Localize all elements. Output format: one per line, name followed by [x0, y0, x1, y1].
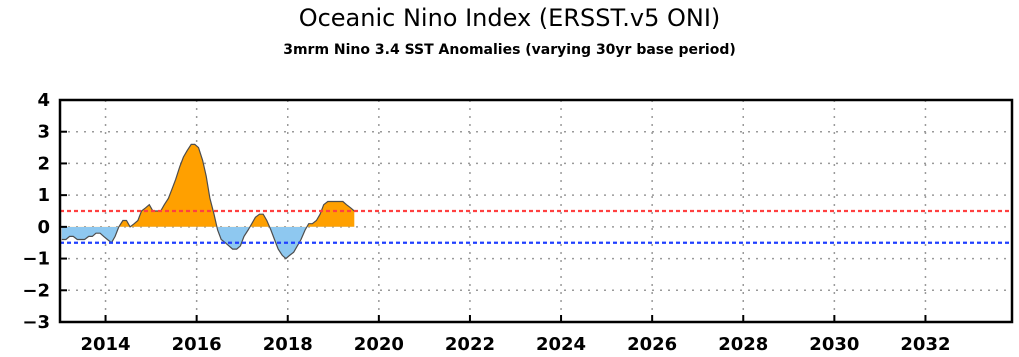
y-tick-label: −3: [22, 312, 50, 333]
x-tick-label: 2030: [809, 334, 859, 355]
y-tick-labels: 4 3 2 1 0 −1 −2 −3: [22, 90, 50, 333]
x-tick-label: 2028: [718, 334, 768, 355]
y-tick-label: 1: [37, 185, 50, 206]
area-fills: [61, 143, 355, 260]
y-tick-label: 3: [37, 122, 50, 143]
x-tick-label: 2032: [900, 334, 950, 355]
x-tick-label: 2018: [263, 334, 313, 355]
x-tick-labels: 2014 2016 2018 2020 2022 2024 2026 2028 2030 2032: [80, 334, 950, 355]
x-tick-label: 2022: [445, 334, 495, 355]
chart-subtitle: 3mrm Nino 3.4 SST Anomalies (varying 30y…: [283, 42, 736, 58]
y-tick-label: 0: [37, 217, 50, 238]
x-tick-label: 2020: [354, 334, 404, 355]
reference-lines: [60, 209, 1012, 244]
x-tick-label: 2026: [627, 334, 677, 355]
grid: [60, 100, 1012, 322]
negative-anomaly-area: [61, 226, 355, 259]
y-tick-label: 2: [37, 153, 50, 174]
y-tick-label: −2: [22, 280, 50, 301]
plot-frame: [58, 98, 1014, 324]
chart-title: Oceanic Nino Index (ERSST.v5 ONI): [298, 4, 721, 32]
x-tick-label: 2014: [80, 334, 130, 355]
y-tick-label: 4: [37, 90, 50, 111]
x-tick-label: 2016: [172, 334, 222, 355]
positive-anomaly-area: [118, 144, 355, 227]
x-tick-label: 2024: [536, 334, 586, 355]
axis-ticks: [60, 99, 927, 323]
y-tick-label: −1: [22, 249, 50, 270]
